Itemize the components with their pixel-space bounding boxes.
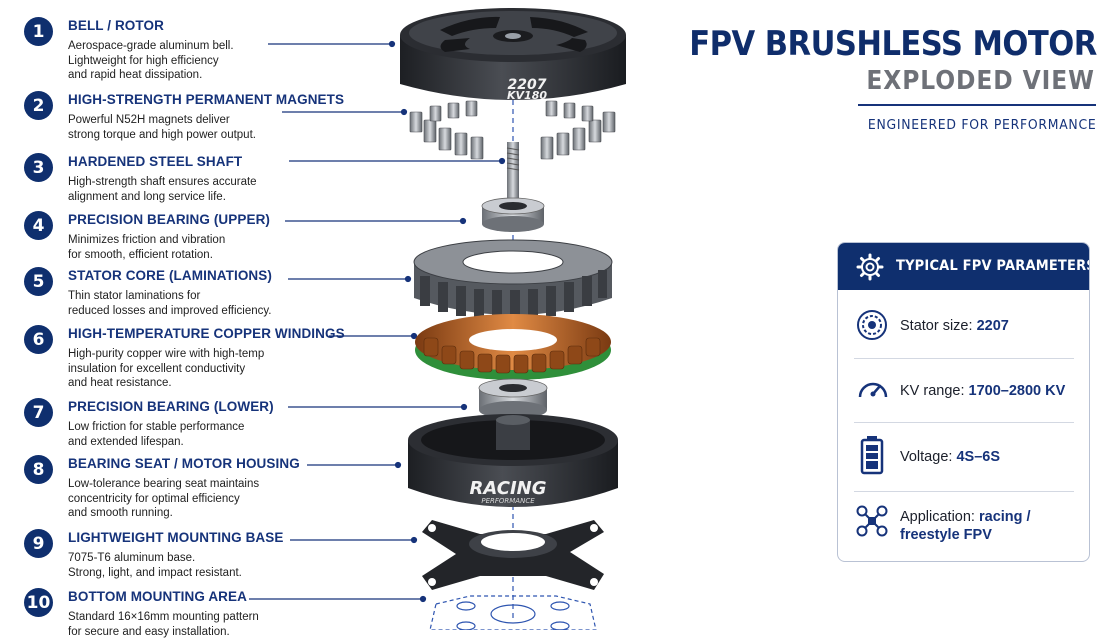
- bell-model-label: 2207: [508, 77, 547, 93]
- param-kv-value: 1700–2800 KV: [968, 383, 1066, 399]
- shaft-graphic: [506, 142, 520, 206]
- part-8-number: 8: [24, 455, 53, 484]
- part-4-number: 4: [24, 211, 53, 240]
- page-title: FPV BRUSHLESS MOTOR: [689, 24, 1098, 64]
- part-2-description: Powerful N52H magnets deliver strong tor…: [68, 114, 256, 141]
- param-divider: [854, 358, 1074, 359]
- page-subtitle: EXPLODED VIEW: [866, 66, 1095, 96]
- lower-bearing-graphic: [478, 378, 548, 419]
- parameters-card-header: TYPICAL FPV PARAMETERS: [838, 243, 1089, 290]
- title-divider: [858, 104, 1096, 106]
- stator-core-graphic: [413, 239, 613, 320]
- param-voltage-label: Voltage:: [900, 449, 953, 465]
- drone-icon: [856, 505, 888, 537]
- parameters-card-title: TYPICAL FPV PARAMETERS: [896, 258, 1090, 274]
- part-3-number: 3: [24, 153, 53, 182]
- magnets-graphic: [409, 100, 616, 160]
- housing-sub-label: PERFORMANCE: [481, 497, 535, 505]
- part-4-description: Minimizes friction and vibration for smo…: [68, 234, 226, 261]
- stator-icon: [857, 310, 887, 340]
- part-2-number: 2: [24, 91, 53, 120]
- part-6-description: High-purity copper wire with high-temp i…: [68, 348, 265, 390]
- motor-housing-graphic: RACING PERFORMANCE: [408, 414, 618, 507]
- part-3-title: HARDENED STEEL SHAFT: [68, 154, 243, 169]
- battery-icon: [860, 436, 884, 475]
- part-5-title: STATOR CORE (LAMINATIONS): [68, 268, 272, 283]
- param-stator-label: Stator size:: [900, 318, 973, 334]
- part-7-number: 7: [24, 398, 53, 427]
- part-9-number: 9: [24, 529, 53, 558]
- part-9-description: 7075-T6 aluminum base. Strong, light, an…: [68, 552, 242, 579]
- part-10-title: BOTTOM MOUNTING AREA: [68, 589, 247, 604]
- tagline: ENGINEERED FOR PERFORMANCE: [867, 117, 1096, 133]
- speedometer-icon: [858, 382, 888, 398]
- part-1-title: BELL / ROTOR: [68, 18, 164, 33]
- param-kv-label: KV range:: [900, 383, 965, 399]
- housing-brand-label: RACING: [470, 478, 547, 499]
- param-voltage-value: 4S–6S: [956, 449, 1000, 465]
- part-6-number: 6: [24, 325, 53, 354]
- mounting-base-graphic: [422, 520, 604, 590]
- part-2-title: HIGH-STRENGTH PERMANENT MAGNETS: [68, 92, 345, 107]
- param-divider: [854, 422, 1074, 423]
- upper-bearing-graphic: [481, 197, 545, 232]
- part-6-title: HIGH-TEMPERATURE COPPER WINDINGS: [68, 326, 345, 341]
- bell-rotor-graphic: 2207 KV180: [400, 8, 626, 102]
- parameters-card: TYPICAL FPV PARAMETERS Stator size: 2207…: [837, 242, 1090, 562]
- part-1-number: 1: [24, 17, 53, 46]
- gear-icon: [856, 253, 884, 281]
- param-divider: [854, 491, 1074, 492]
- leader-lines: [249, 40, 506, 603]
- param-application-label: Application:: [900, 509, 975, 525]
- part-1-description: Aerospace-grade aluminum bell. Lightweig…: [68, 40, 234, 82]
- part-5-number: 5: [24, 267, 53, 296]
- part-10-number: 10: [24, 588, 53, 617]
- part-callouts: 1 BELL / ROTOR Aerospace-grade aluminum …: [0, 0, 420, 638]
- mounting-pattern-graphic: [429, 595, 597, 630]
- part-5-description: Thin stator laminations for reduced loss…: [68, 290, 272, 317]
- param-application-value-2: freestyle FPV: [900, 527, 992, 543]
- part-4-title: PRECISION BEARING (UPPER): [68, 212, 271, 227]
- part-9-title: LIGHTWEIGHT MOUNTING BASE: [68, 530, 284, 545]
- part-8-title: BEARING SEAT / MOTOR HOUSING: [68, 456, 300, 471]
- copper-windings-graphic: [415, 314, 611, 380]
- bell-kv-label: KV180: [507, 89, 547, 102]
- param-stator-value: 2207: [976, 318, 1009, 334]
- part-7-description: Low friction for stable performance and …: [68, 421, 245, 448]
- param-application-value: racing /: [979, 509, 1031, 525]
- part-8-description: Low-tolerance bearing seat maintains con…: [68, 478, 260, 520]
- part-7-title: PRECISION BEARING (LOWER): [68, 399, 274, 414]
- part-3-description: High-strength shaft ensures accurate ali…: [68, 176, 257, 203]
